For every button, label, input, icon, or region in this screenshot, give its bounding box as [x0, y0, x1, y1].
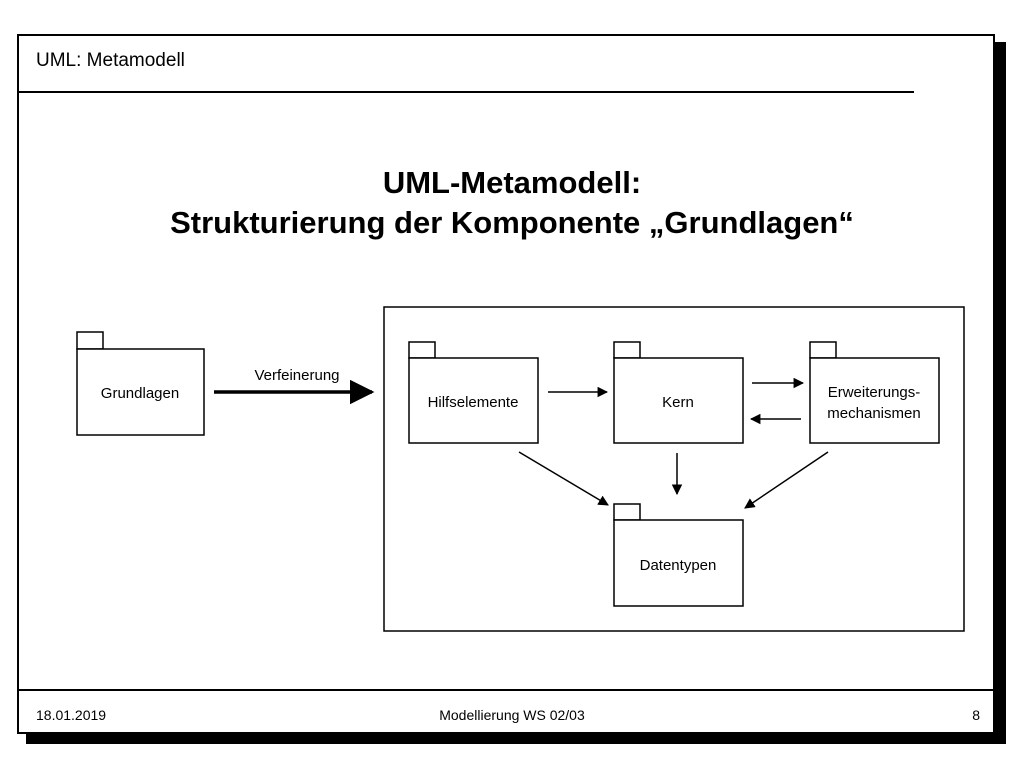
main-title-line-1: UML-Metamodell:	[382, 165, 642, 200]
header-divider	[18, 91, 914, 93]
package-body	[809, 357, 940, 444]
package-tab	[408, 341, 436, 359]
package-label-kern: Kern	[662, 394, 694, 411]
package-label-datentypen: Datentypen	[640, 557, 717, 574]
package-label-erweiterung-line2: mechanismen	[827, 405, 920, 422]
package-tab	[809, 341, 837, 359]
package-erweiterungsmechanismen: Erweiterungs- mechanismen	[809, 341, 940, 444]
package-body	[408, 357, 539, 444]
package-kern: Kern	[613, 341, 744, 444]
package-datentypen: Datentypen	[613, 503, 744, 607]
package-body	[613, 357, 744, 444]
package-tab	[613, 341, 641, 359]
footer-course: Modellierung WS 02/03	[439, 707, 585, 723]
arrow-erweiterung-to-datentypen	[744, 451, 829, 509]
refinement-label: Verfeinerung	[254, 367, 339, 384]
package-label-erweiterung-line1: Erweiterungs-	[828, 384, 921, 401]
package-grundlagen: Grundlagen	[76, 331, 205, 436]
refinement-arrow: Verfeinerung	[214, 367, 375, 405]
package-label-hilfselemente: Hilfselemente	[428, 394, 519, 411]
header-title: UML: Metamodell	[36, 50, 185, 71]
package-label-grundlagen: Grundlagen	[101, 385, 179, 402]
package-hilfselemente: Hilfselemente	[408, 341, 539, 444]
footer-divider	[18, 689, 994, 691]
footer-date: 18.01.2019	[36, 707, 107, 723]
footer-page-number: 8	[972, 707, 980, 723]
package-tab	[613, 503, 641, 521]
package-tab	[76, 331, 104, 350]
package-body	[76, 348, 205, 436]
arrow-hilfselemente-to-datentypen	[518, 451, 609, 506]
package-body	[613, 519, 744, 607]
main-title-line-2: Strukturierung der Komponente „Grundlage…	[170, 205, 854, 240]
